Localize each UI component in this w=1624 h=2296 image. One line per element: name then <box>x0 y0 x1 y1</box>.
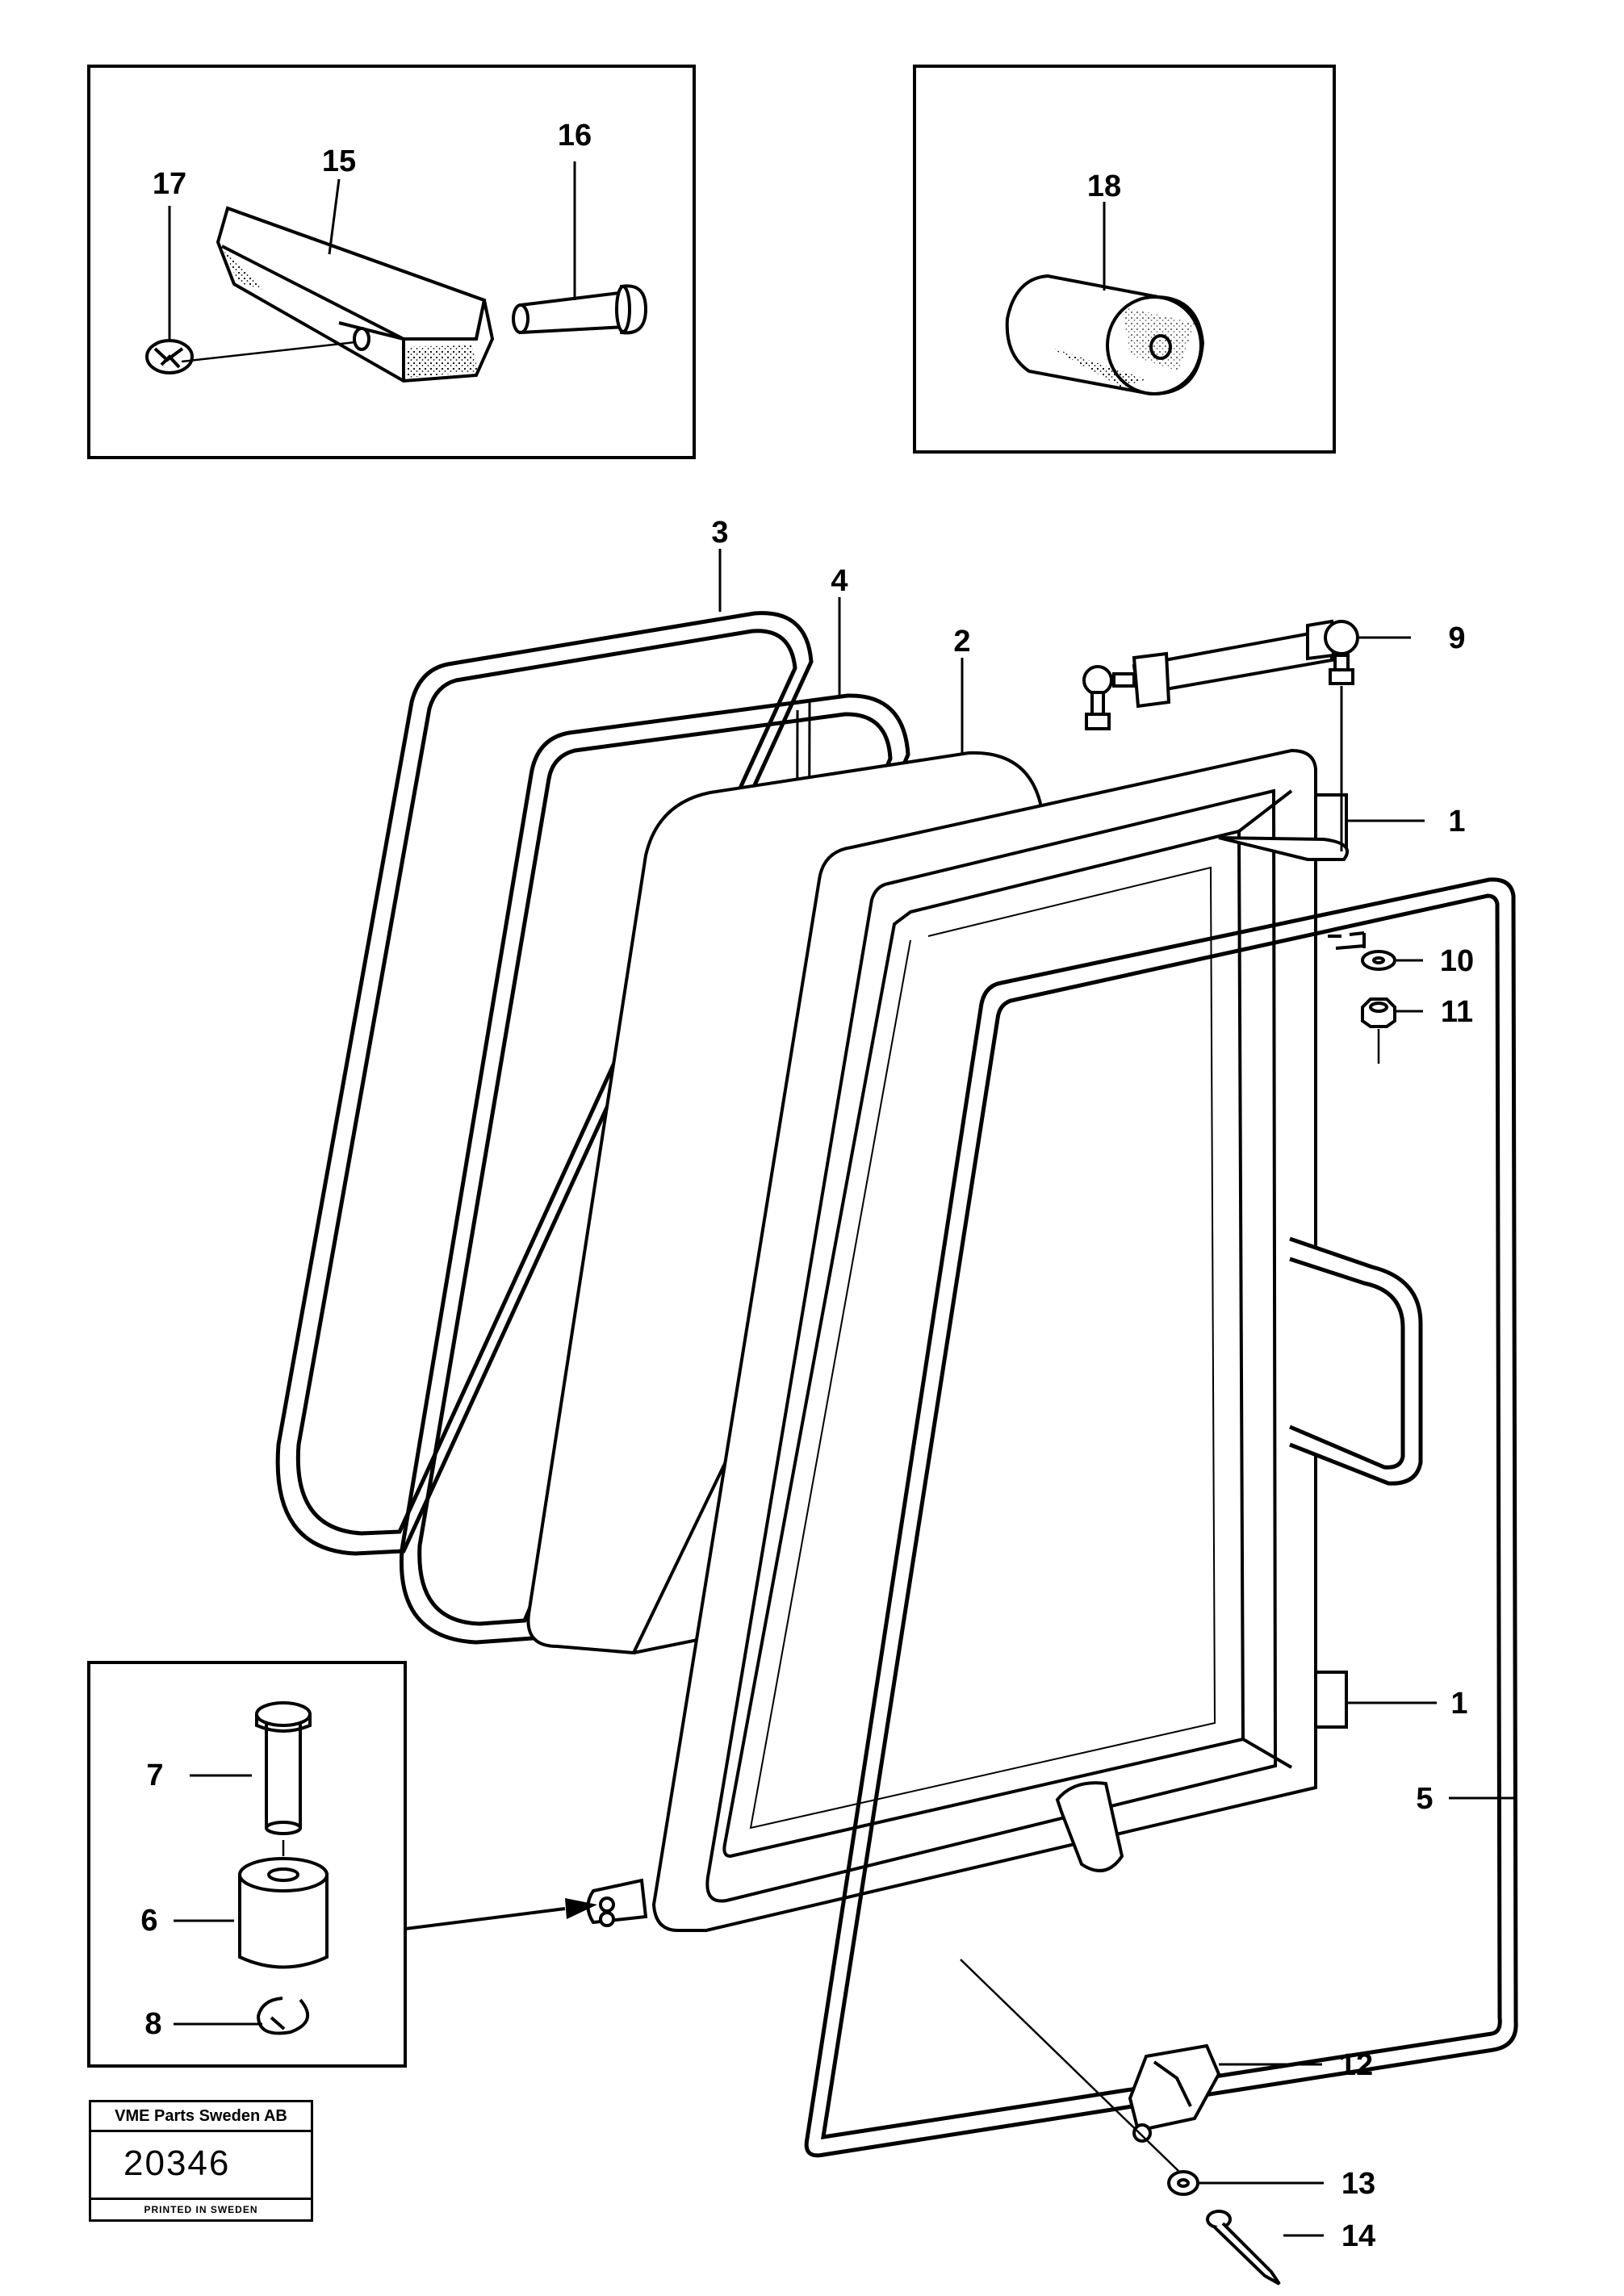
callout-16: 16 <box>558 119 592 153</box>
gas-strut-part-9 <box>1082 619 1359 730</box>
clip-part-8 <box>256 1997 310 2035</box>
detail-box-handle: 15 16 17 <box>87 65 696 459</box>
callout-10: 10 <box>1440 944 1474 978</box>
callout-14: 14 <box>1341 2219 1375 2253</box>
stamp-printed: PRINTED IN SWEDEN <box>91 2198 311 2219</box>
callout-7: 7 <box>146 1759 163 1792</box>
leader-15 <box>328 178 341 255</box>
door-handle-loop <box>1289 1236 1423 1486</box>
callout-3: 3 <box>711 516 728 550</box>
washer-part-10 <box>1361 950 1396 971</box>
detail-box-bushing: 18 <box>913 65 1336 454</box>
washer-part-17 <box>145 339 194 374</box>
pin-part-16 <box>512 284 648 335</box>
main-leaders <box>718 549 1513 2237</box>
callout-12: 12 <box>1339 2048 1373 2082</box>
callout-17: 17 <box>153 167 186 201</box>
strut-axis-dash <box>1328 931 1366 950</box>
stamp-company: VME Parts Sweden AB <box>91 2102 311 2132</box>
nut-part-11 <box>1361 997 1396 1028</box>
callout-9: 9 <box>1448 621 1465 655</box>
callout-15: 15 <box>322 144 356 178</box>
callout-1-top: 1 <box>1448 805 1465 839</box>
latch-part-12 <box>1128 2043 1221 2143</box>
detail-frame-top-right <box>913 65 1336 454</box>
detail-box-hinge-pin: 7 6 8 <box>87 1661 407 2068</box>
callout-4: 4 <box>831 564 848 598</box>
callout-6: 6 <box>140 1904 157 1938</box>
leader-17-axis <box>181 341 356 363</box>
detail-frame-top-left <box>87 65 696 459</box>
seal-part-5 <box>804 877 1518 2158</box>
latch-axis <box>960 1959 1179 2172</box>
handle-part-15 <box>216 206 495 383</box>
screw-part-14 <box>1206 2210 1281 2286</box>
door-frame-part-1 <box>586 748 1350 1932</box>
stamp-drawing-number: 20346 <box>123 2143 231 2183</box>
detail-arrow <box>404 1898 597 1930</box>
callout-8: 8 <box>144 2007 161 2041</box>
callout-5: 5 <box>1416 1782 1433 1816</box>
callout-18: 18 <box>1087 169 1121 203</box>
detail-frame-bottom-left <box>87 1661 407 2068</box>
callout-13: 13 <box>1341 2167 1375 2201</box>
callout-2: 2 <box>953 625 970 659</box>
callout-1-bottom: 1 <box>1450 1687 1467 1721</box>
pin-part-7 <box>255 1701 312 1835</box>
callout-11: 11 <box>1441 995 1473 1029</box>
seal-part-3 <box>275 611 814 1556</box>
drawing-stamp: VME Parts Sweden AB 20346 PRINTED IN SWE… <box>89 2100 313 2222</box>
bushing-part-18 <box>1005 274 1205 396</box>
washer-part-13 <box>1167 2170 1199 2196</box>
bushing-part-6 <box>238 1857 329 1969</box>
